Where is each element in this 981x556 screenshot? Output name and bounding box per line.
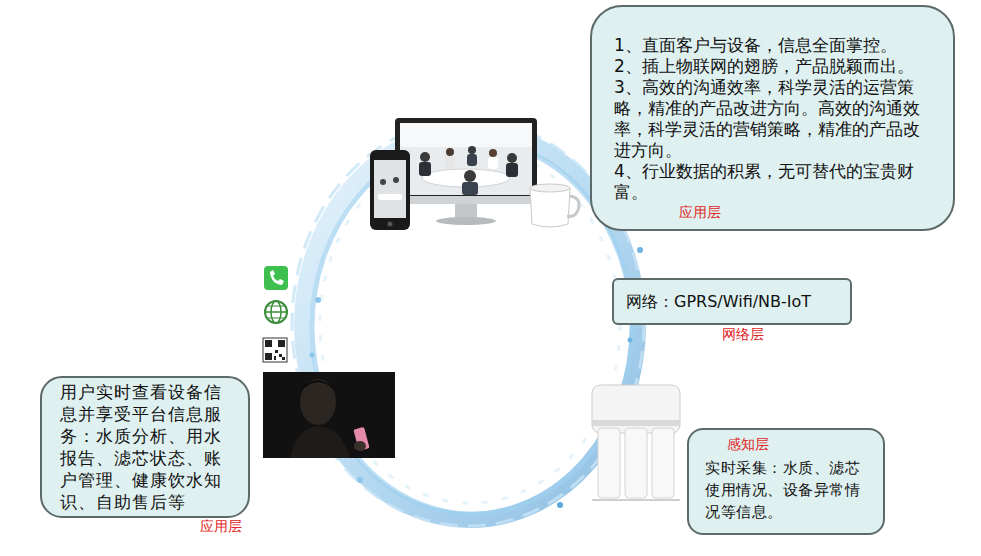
illustration-part bbox=[530, 184, 570, 192]
user-picture bbox=[263, 372, 395, 458]
illustration-part bbox=[506, 163, 518, 177]
illustration-part bbox=[446, 148, 454, 156]
network-box: 网络：GPRS/Wifi/NB-IoT网络层 bbox=[612, 278, 852, 325]
illustration-part bbox=[625, 428, 647, 498]
illustration-part bbox=[300, 379, 336, 425]
illustration-part bbox=[279, 354, 282, 357]
illustration-part bbox=[455, 204, 477, 218]
illustration-part bbox=[265, 301, 287, 323]
illustration-part bbox=[265, 311, 287, 313]
monitor-picture bbox=[395, 118, 537, 225]
illustration-part bbox=[395, 196, 537, 204]
illustration-part bbox=[395, 118, 537, 204]
sensing-box: 感知层实时采集：水质、滤芯使用情况、设备异常情况等信息。 bbox=[687, 428, 885, 535]
illustration-part bbox=[567, 196, 579, 216]
illustration-part bbox=[374, 160, 406, 218]
illustration-part bbox=[388, 222, 393, 227]
illustration-part bbox=[282, 357, 285, 360]
illustration-part bbox=[265, 340, 272, 347]
illustration-part bbox=[462, 182, 478, 195]
water-purifier-picture bbox=[592, 385, 680, 500]
contact-icons bbox=[263, 266, 288, 362]
box-text: 1、直面客户与设备，信息全面掌控。 bbox=[614, 35, 931, 56]
layer-label: 应用层 bbox=[200, 517, 242, 535]
illustration-part bbox=[652, 428, 674, 498]
illustration-part bbox=[592, 420, 680, 426]
illustration-part bbox=[370, 150, 410, 230]
illustration-part bbox=[267, 306, 285, 307]
box-text: 实时采集：水质、滤芯使用情况、设备异常情况等信息。 bbox=[705, 457, 869, 523]
illustration-part bbox=[637, 247, 643, 253]
illustration-part bbox=[264, 266, 288, 290]
illustration-part bbox=[265, 353, 272, 360]
illustration-part bbox=[378, 194, 402, 200]
illustration-part bbox=[267, 318, 285, 319]
illustration-part bbox=[488, 157, 498, 169]
illustration-part bbox=[598, 428, 620, 498]
illustration-part bbox=[592, 385, 680, 433]
illustration-part bbox=[468, 146, 476, 154]
layer-label: 应用层 bbox=[679, 203, 931, 221]
illustration-part bbox=[436, 217, 496, 225]
box-text: 2、插上物联网的翅膀，产品脱颖而出。 bbox=[614, 56, 931, 77]
mug-picture bbox=[530, 184, 579, 227]
illustration-part bbox=[380, 179, 386, 185]
illustration-part bbox=[489, 149, 497, 157]
illustration-part bbox=[393, 177, 399, 183]
illustration-part bbox=[278, 340, 285, 347]
user-service-box: 用户实时查看设备信息并享受平台信息服务：水质分析、用水报告、滤芯状态、账户管理、… bbox=[40, 376, 250, 518]
illustration-part bbox=[464, 170, 476, 182]
box-text: 4、行业数据的积累，无可替代的宝贵财富。 bbox=[614, 161, 931, 203]
illustration-part bbox=[420, 152, 430, 162]
illustration-part bbox=[302, 130, 638, 520]
illustration-part bbox=[300, 380, 336, 392]
illustration-part bbox=[445, 156, 455, 168]
box-text: 网络：GPRS/Wifi/NB-IoT bbox=[626, 292, 838, 312]
illustration-part bbox=[275, 350, 278, 353]
layer-label: 感知层 bbox=[727, 435, 869, 453]
illustration-part bbox=[354, 441, 366, 451]
application-box: 1、直面客户与设备，信息全面掌控。2、插上物联网的翅膀，产品脱颖而出。3、高效的… bbox=[590, 5, 955, 231]
illustration-part bbox=[274, 356, 276, 360]
illustration-part bbox=[400, 123, 532, 195]
box-text: 3、高效的沟通效率，科学灵活的运营策略，精准的产品改进方向。高效的沟通效率，科学… bbox=[614, 77, 931, 161]
illustration-part bbox=[592, 499, 680, 501]
box-text: 用户实时查看设备信息并享受平台信息服务：水质分析、用水报告、滤芯状态、账户管理、… bbox=[60, 381, 232, 513]
illustration-part bbox=[263, 338, 287, 362]
illustration-part bbox=[507, 153, 517, 163]
illustration-part bbox=[270, 270, 284, 285]
layer-label: 网络层 bbox=[722, 325, 764, 343]
illustration-part bbox=[467, 154, 477, 166]
illustration-part bbox=[357, 477, 363, 483]
phone-picture bbox=[370, 150, 410, 230]
illustration-part bbox=[400, 123, 532, 147]
illustration-part bbox=[353, 427, 369, 451]
illustration-part bbox=[263, 372, 395, 458]
illustration-part bbox=[628, 338, 633, 343]
illustration-part bbox=[530, 188, 570, 227]
illustration-part bbox=[310, 353, 315, 358]
illustration-part bbox=[315, 297, 321, 303]
illustration-part bbox=[419, 162, 431, 176]
illustration-part bbox=[290, 426, 350, 458]
illustration-part bbox=[557, 502, 563, 508]
